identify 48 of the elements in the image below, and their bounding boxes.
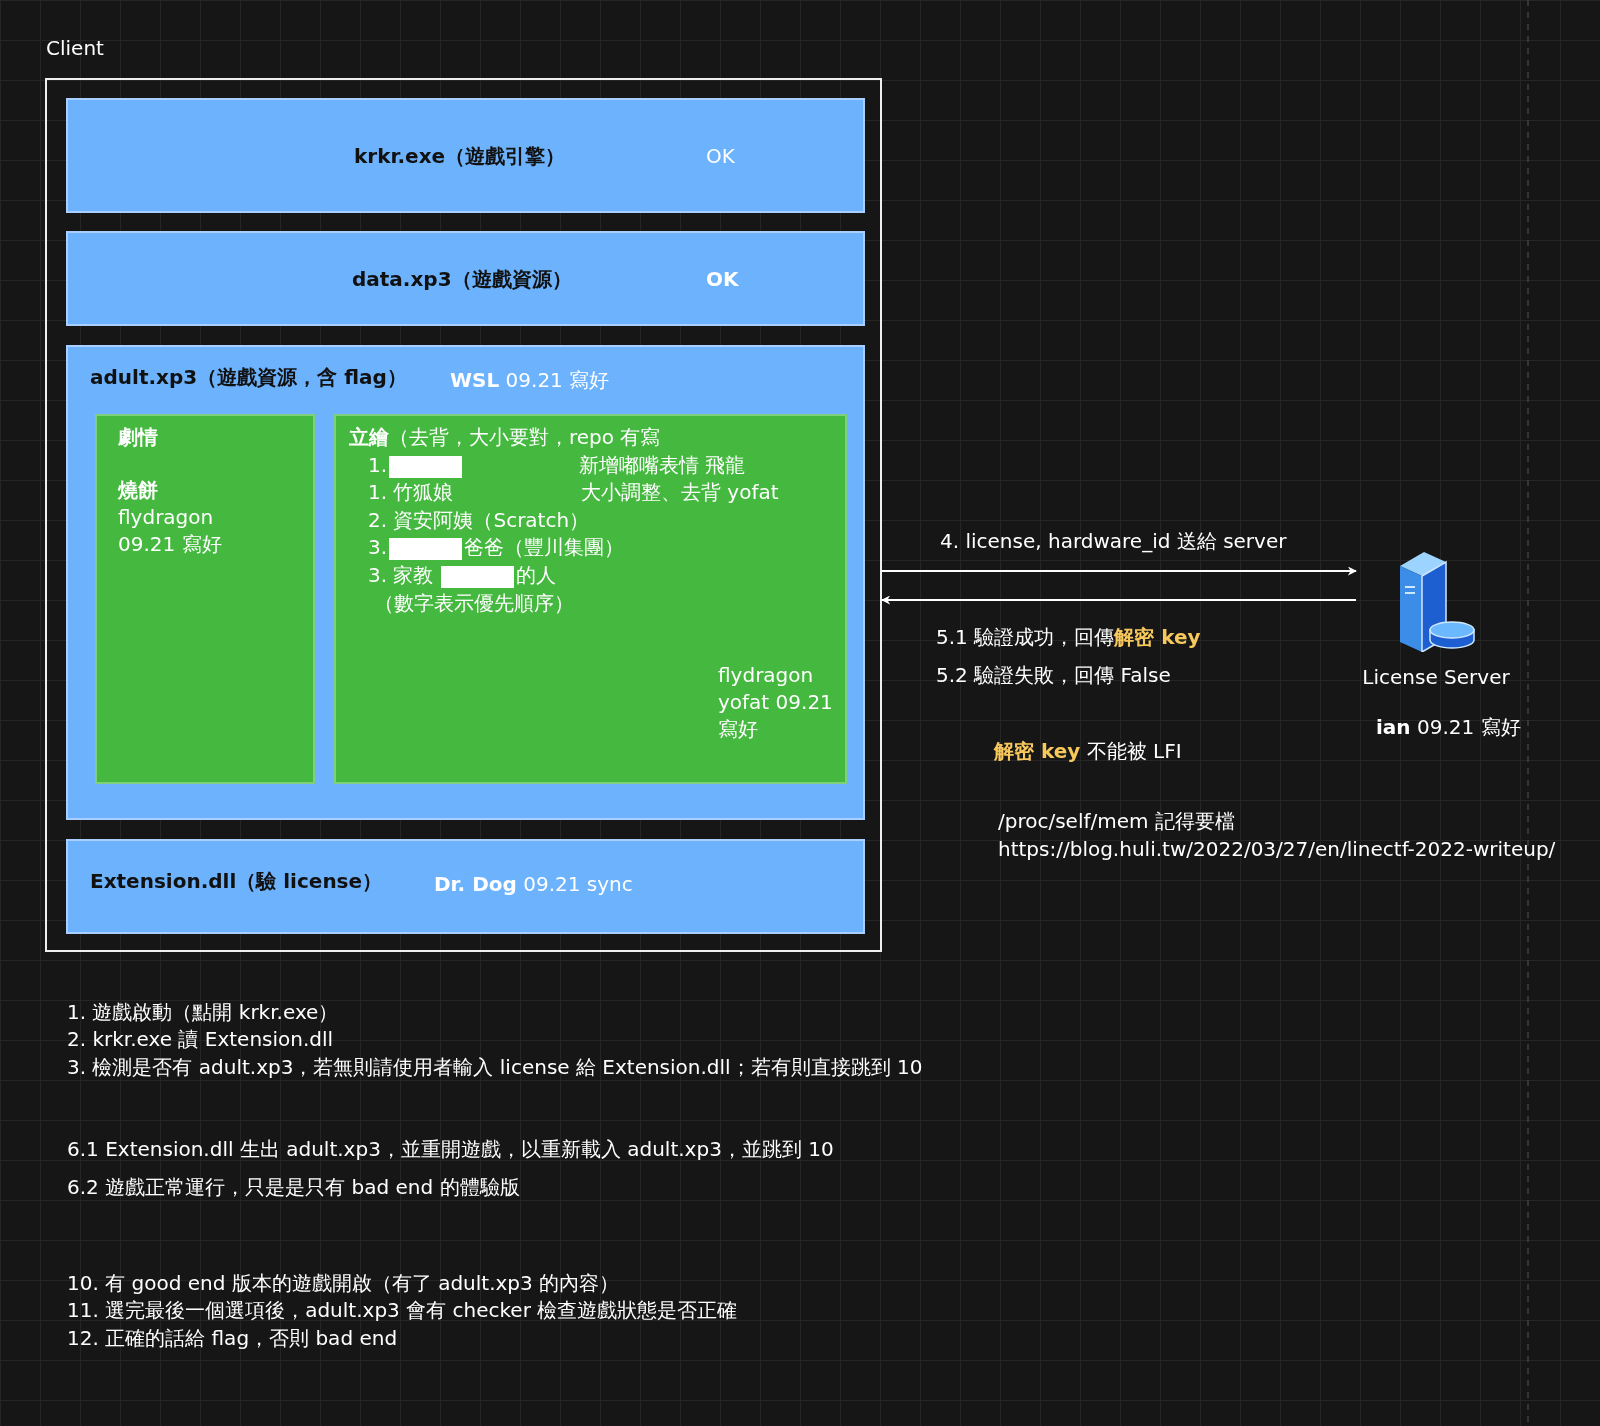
group-title: Client xyxy=(46,35,104,62)
list-note: 新增嘟嘴表情 飛龍 xyxy=(579,452,746,479)
list-item: 爸爸（豐川集團） xyxy=(464,534,624,561)
list-number: 1. xyxy=(368,452,388,479)
owner-note: ian 09.21 寫好 xyxy=(1376,714,1521,741)
url-text: https://blog.huli.tw/2022/03/27/en/linectf-2022-writeup/ xyxy=(998,836,1556,863)
component-box xyxy=(66,98,865,213)
task-box xyxy=(95,414,315,784)
step-text: 10. 有 good end 版本的遊戲開啟（有了 adult.xp3 的內容） xyxy=(67,1270,620,1297)
list-item: 2. 資安阿姨（Scratch） xyxy=(368,507,590,534)
owner-note: Dr. Dog 09.21 sync xyxy=(434,871,633,898)
component-title: data.xp3（遊戲資源） xyxy=(352,266,572,293)
list-item: 1. 竹狐娘 xyxy=(368,479,454,506)
step-text: 1. 遊戲啟動（點開 krkr.exe） xyxy=(67,999,339,1026)
component-title: adult.xp3（遊戲資源，含 flag） xyxy=(90,364,407,391)
edge-label: 4. license, hardware_id 送給 server xyxy=(940,528,1287,555)
component-title: Extension.dll（驗 license） xyxy=(90,868,383,895)
edge-label: 5.1 驗證成功，回傳解密 key xyxy=(936,624,1201,651)
list-item: 的人 xyxy=(516,562,556,589)
section-title: 劇情 xyxy=(118,424,158,451)
component-box xyxy=(66,345,865,820)
owner-note: flydragon yofat 09.21 寫好 xyxy=(718,662,834,743)
arrow xyxy=(881,566,1357,576)
task-box xyxy=(334,414,847,784)
step-text: 11. 選完最後一個選項後，adult.xp3 會有 checker 檢查遊戲狀態是否正確 xyxy=(67,1297,738,1324)
arrow xyxy=(881,595,1357,605)
status-text: OK xyxy=(706,266,739,293)
step-text: 2. krkr.exe 讀 Extension.dll xyxy=(67,1026,334,1053)
step-text: 3. 檢測是否有 adult.xp3，若無則請使用者輸入 license 給 Extension.dll；若有則直接跳到 10 xyxy=(67,1054,923,1081)
component-box xyxy=(66,839,865,934)
step-text: 6.2 遊戲正常運行，只是是只有 bad end 的體驗版 xyxy=(67,1174,520,1201)
list-item: 3. 家教 xyxy=(368,562,434,589)
step-text: 6.1 Extension.dll 生出 adult.xp3，並重開遊戲，以重新載入 adult.xp3，並跳到 10 xyxy=(67,1136,834,1163)
owner-note: flydragon 09.21 寫好 xyxy=(118,504,223,558)
status-text: OK xyxy=(706,143,735,170)
assignee-name: 燒餅 xyxy=(118,477,158,504)
status-note: 5.2 驗證失敗，回傳 False xyxy=(936,662,1171,689)
list-note: 大小調整、去背 yofat xyxy=(581,479,779,506)
section-title: 立繪（去背，大小要對，repo 有寫 xyxy=(349,424,661,451)
list-note: （數字表示優先順序） xyxy=(374,590,574,617)
owner-note: WSL 09.21 寫好 xyxy=(450,367,610,394)
step-text: 12. 正確的話給 flag，否則 bad end xyxy=(67,1325,398,1352)
component-box xyxy=(66,231,865,326)
note-text: /proc/self/mem 記得要檔 xyxy=(998,808,1235,835)
server-label: License Server xyxy=(1361,664,1511,691)
list-number: 3. xyxy=(368,534,388,561)
component-title: krkr.exe（遊戲引擎） xyxy=(354,143,566,170)
note-text: 解密 key 不能被 LFI xyxy=(994,738,1182,765)
